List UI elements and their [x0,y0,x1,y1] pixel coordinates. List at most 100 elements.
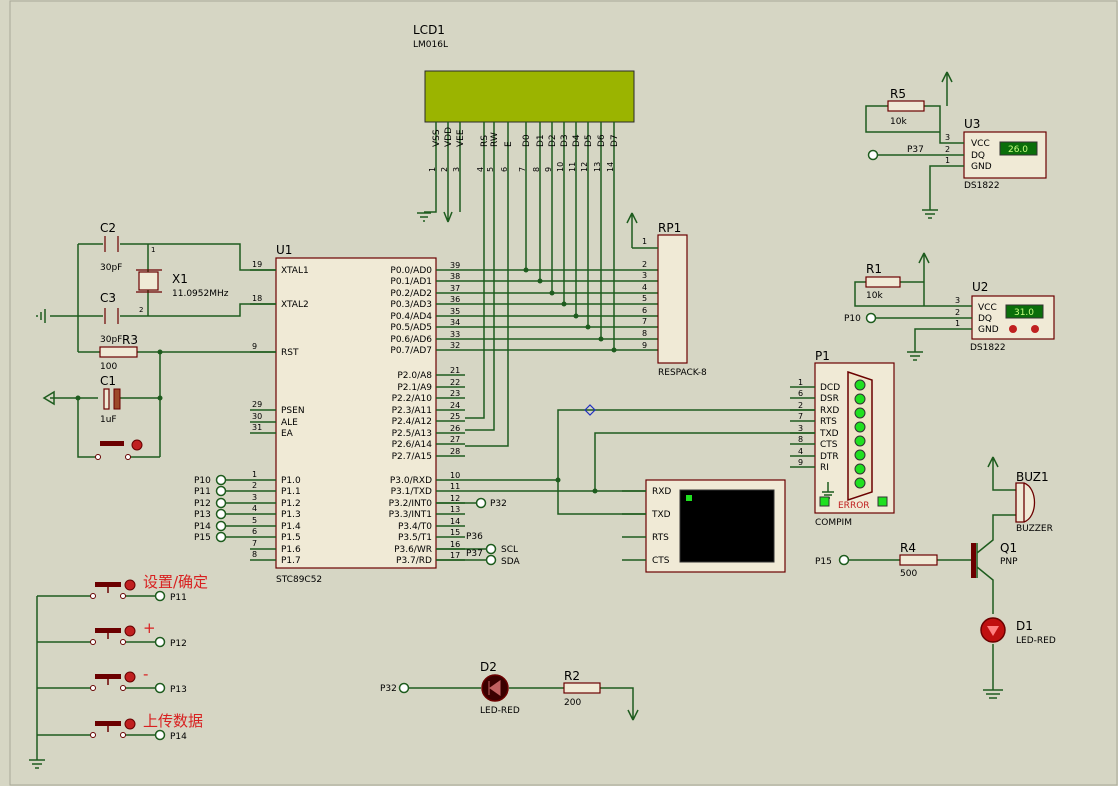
junction-reset-rst [157,349,163,355]
mcu-right-pin-name: P0.4/AD4 [390,312,432,322]
button-contact [90,732,96,738]
terminal-pin-name: CTS [652,556,670,566]
button-cap [95,628,121,633]
button-contact [90,593,96,599]
mcu-left-pin-num: 9 [252,342,257,351]
db9-pins [822,379,866,499]
u2-pin-vcc: VCC [978,303,997,313]
r1-value: 10k [866,291,883,301]
reset-button-indicator [131,439,143,451]
button-indicator [124,625,136,637]
button-terminal [154,682,166,694]
p15-net: P15 [815,557,832,567]
c1-plate-2 [113,388,121,410]
p37-net: P37 [466,549,483,559]
mcu-right-pin-num: 16 [450,540,460,549]
mcu-right-pin-name: P3.0/RXD [390,476,432,486]
lcd-ground [417,175,437,222]
buz1-model: BUZZER [1016,524,1053,534]
rp1-pin-num: 9 [642,341,647,350]
lcd-pin-name: VSS [432,129,442,147]
compim-component[interactable]: P1 COMPIM ERROR 1DCD6DSR2RXD7RTS3TXD8CTS… [790,349,895,528]
compim-pin-num: 8 [798,435,803,444]
mcu-left-pin-num: 4 [252,504,257,513]
mcu-right-pin-num: 35 [450,307,460,316]
d2-led-symbol [488,680,501,696]
compim-pin-num: 9 [798,458,803,467]
push-button[interactable]: P12+ [37,619,187,649]
p1-net-terminal [215,520,227,532]
lcd-pin-num: 3 [452,167,461,172]
compim-ref: P1 [815,349,830,363]
terminal-pin-name: TXD [651,510,671,520]
c2-value: 30pF [100,263,122,273]
lcd-pin-name: D7 [610,134,620,147]
mcu-component[interactable]: U1 STC89C52 19XTAL118XTAL29RST29PSEN30AL… [250,243,465,585]
d1-ref: D1 [1016,619,1033,633]
mcu-left-pin-num: 29 [252,400,262,409]
lcd-pin-num: 4 [476,167,485,172]
mcu-right-pin-num: 33 [450,330,460,339]
c1-plate-1 [103,388,110,410]
mcu-left-pin-num: 18 [252,294,262,303]
compim-pin-name: DSR [820,394,839,404]
junction-txd [592,488,598,494]
r3-value: 100 [100,362,117,372]
d2-model: LED-RED [480,706,520,716]
u3-sensor[interactable]: 26.0 U3 DS1822 VCC DQ GND 3 2 1 R5 10k P… [865,71,1047,219]
rp1-pin-num: 6 [642,306,647,315]
lcd-component[interactable]: LCD1 LM016L VSS1VDD2VEE3RS4RW5E6D07D18D2… [413,23,635,223]
compim-pin-name: RXD [820,406,839,416]
r3-ref: R3 [122,333,138,347]
compim-pin-num: 4 [798,447,803,456]
compim-model: COMPIM [815,518,852,528]
button-indicator [124,671,136,683]
crystal-electrodes [136,269,162,293]
lcd-pin-num: 1 [428,167,437,172]
led-d2-circuit[interactable]: D2 LED-RED R2 200 P32 [380,660,639,721]
lcd-pin-num: 6 [500,167,509,172]
p0-bus-wires [465,175,658,353]
button-contact [90,685,96,691]
lcd-pin-name: D4 [572,134,582,147]
lcd-vdd-arrow [443,175,453,223]
mcu-left-pin-name: P1.6 [281,545,301,555]
sda-terminal [485,554,497,566]
lcd-pin-name: D6 [597,134,607,147]
u3-terminal [867,149,879,161]
buzzer-wires [848,456,1016,699]
compim-pin-num: 6 [798,389,803,398]
mcu-right-pin-num: 32 [450,341,460,350]
p1-net-terminal [215,508,227,520]
push-button[interactable]: P13- [37,665,187,695]
db9-pin-dot [854,463,866,475]
reset-circuit[interactable]: R3 100 C1 1uF [42,333,276,460]
d2-ref: D2 [480,660,497,674]
u3-num-3: 3 [945,133,950,142]
mcu-left-pin-name: P1.5 [281,533,301,543]
crystal-circuit[interactable]: C2 30pF C3 30pF X1 11.0952MHz 1 2 [36,221,276,352]
button-terminal [154,636,166,648]
lcd-pin-num: 11 [568,162,577,172]
buzzer-circuit[interactable]: BUZ1 BUZZER Q1 PNP R4 500 P15 D1 LED-RED [815,456,1056,699]
mcu-left-pin-name: P1.7 [281,556,301,566]
d1-model: LED-RED [1016,636,1056,646]
button-label: + [143,619,156,637]
mcu-right-pin-num: 27 [450,435,460,444]
button-contact [120,639,126,645]
lcd-pin-num: 13 [593,162,602,172]
junction-rxd [555,477,561,483]
u2-sensor[interactable]: 31.0 U2 DS1822 VCC DQ GND 3 2 1 R1 10k P… [844,252,1055,361]
r4-value: 500 [900,569,917,579]
scl-terminal [485,543,497,555]
button-contact [120,732,126,738]
mcu-right-pin-name: P3.6/WR [394,545,432,555]
